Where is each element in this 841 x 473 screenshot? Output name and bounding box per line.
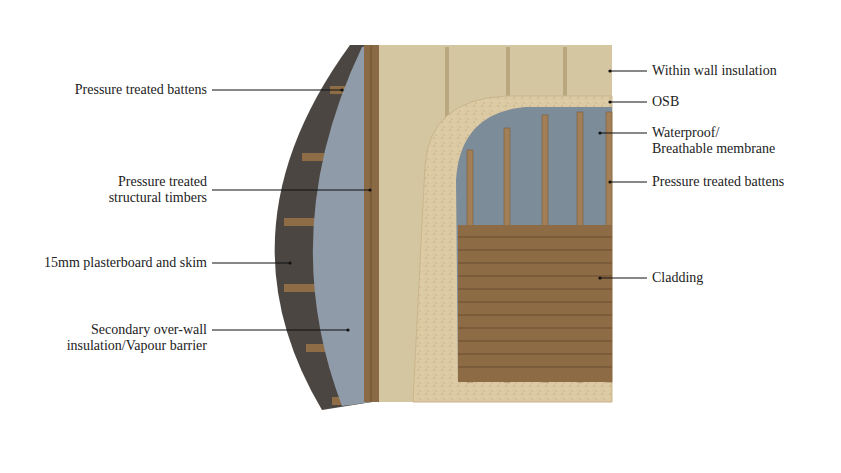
osb-board: [413, 96, 612, 402]
callout-label: OSB: [652, 94, 679, 110]
callout-label: Pressure treated battens: [652, 174, 784, 190]
callout-label: Secondary over-wall insulation/Vapour ba…: [32, 322, 207, 354]
callout-label: Cladding: [652, 270, 703, 286]
over-wall-insulation: [313, 45, 372, 406]
wall-insulation: [379, 45, 612, 402]
leader-lines: [212, 71, 647, 330]
cladding-boards: [458, 237, 612, 367]
callout-label: Waterproof/ Breathable membrane: [652, 125, 780, 157]
plasterboard: [275, 45, 372, 410]
cladding: [458, 225, 612, 382]
membrane: [456, 107, 612, 382]
callout-label: Pressure treated battens: [75, 82, 207, 98]
callout-label: Pressure treated structural timbers: [77, 174, 207, 206]
callout-label: 15mm plasterboard and skim: [44, 255, 207, 271]
callout-label: Within wall insulation: [652, 63, 777, 79]
structural-timber: [364, 45, 379, 402]
